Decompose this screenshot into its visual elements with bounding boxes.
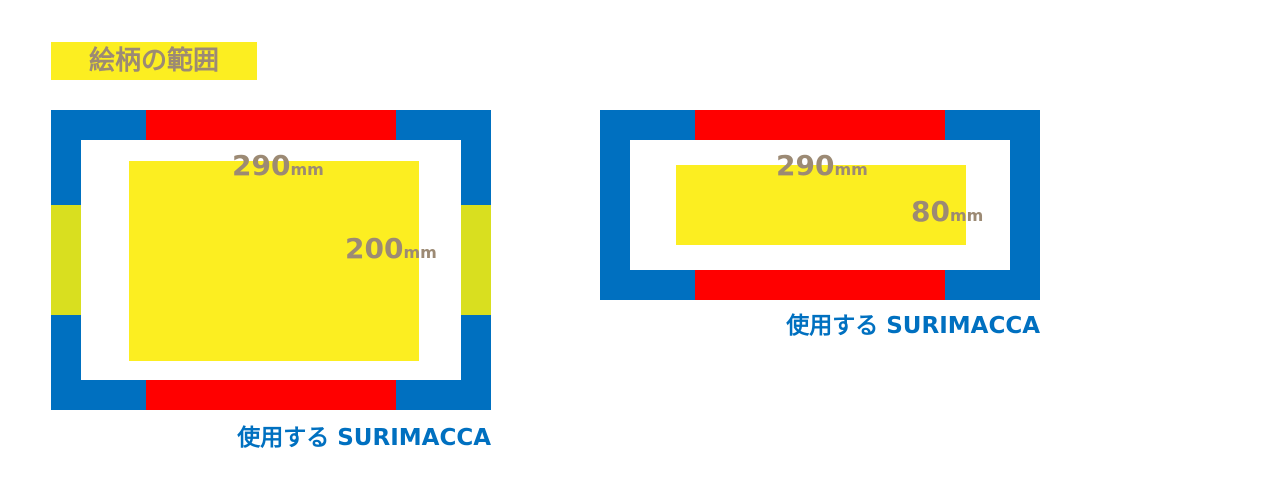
width-unit: mm	[290, 160, 324, 179]
height-value: 200	[345, 232, 404, 265]
frame-bottom-red-segment	[146, 380, 396, 410]
height-unit: mm	[949, 206, 984, 225]
height-value: 80	[911, 195, 950, 228]
section-title: 絵柄の範囲	[51, 42, 257, 80]
frame-top-red-segment	[146, 110, 396, 140]
width-value: 290	[232, 149, 291, 182]
width-value: 290	[776, 149, 835, 182]
height-dimension: 80mm	[911, 197, 983, 231]
width-unit: mm	[834, 160, 868, 179]
frame-bottom-red-segment	[695, 270, 945, 300]
height-dimension: 200mm	[345, 234, 437, 268]
frame-top-red-segment	[695, 110, 945, 140]
design-area	[129, 161, 419, 361]
width-dimension: 290mm	[776, 151, 868, 185]
frame-left-segment	[51, 205, 81, 315]
height-unit: mm	[403, 243, 437, 262]
frame-right-segment	[461, 205, 491, 315]
width-dimension: 290mm	[232, 151, 324, 185]
frame-label: 使用する SURIMACCA	[786, 313, 1040, 339]
frame-label: 使用する SURIMACCA	[237, 425, 491, 451]
design-area	[676, 165, 966, 245]
